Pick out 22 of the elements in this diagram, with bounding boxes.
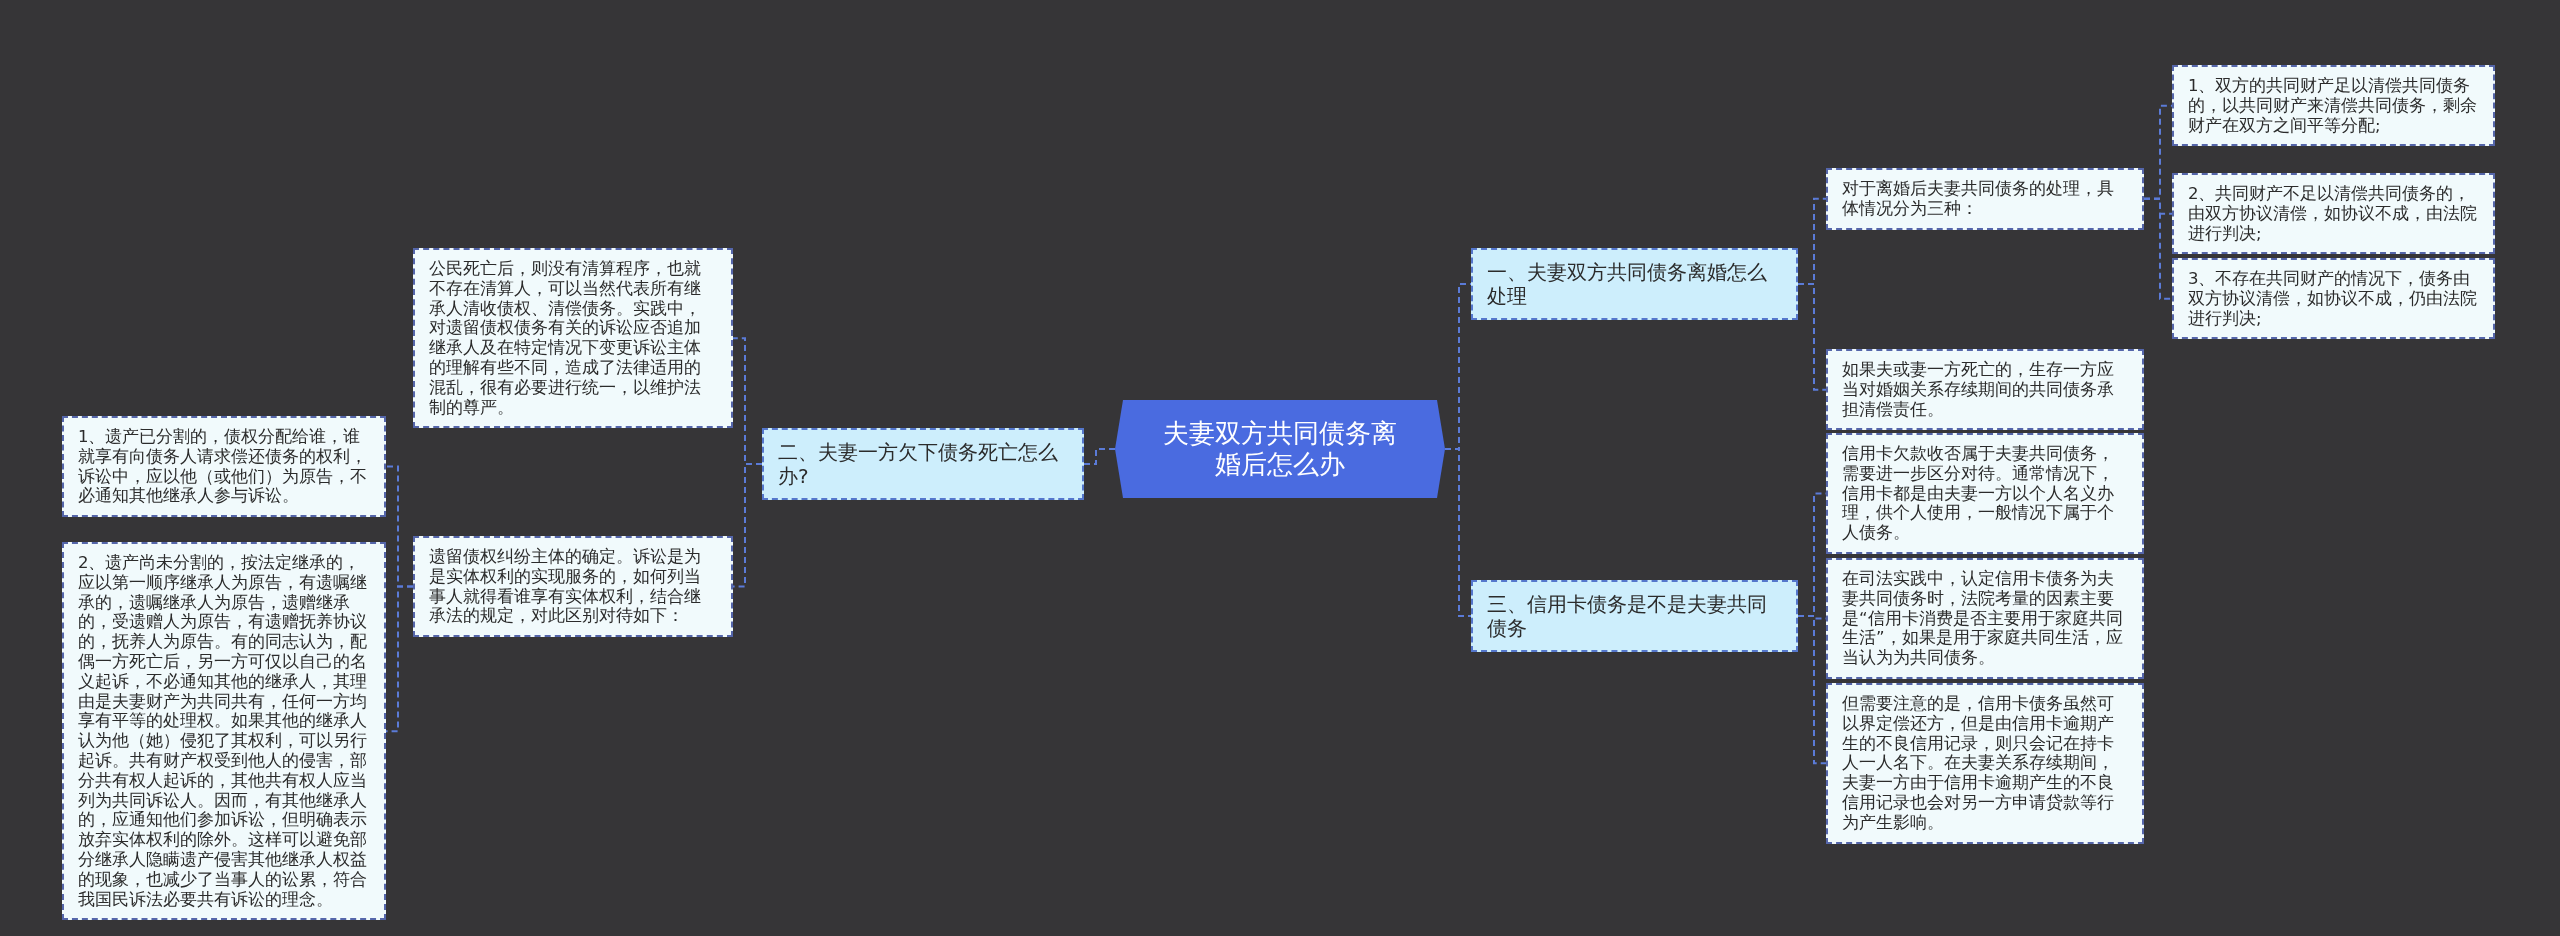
note-box: 信用卡欠款收否属于夫妻共同债务，需要进一步区分对待。通常情况下，信用卡都是由夫妻一方以个人名义办理，供个人使用，一般情况下属于个人债务。: [1826, 433, 2144, 554]
note-box: 在司法实践中，认定信用卡债务为夫妻共同债务时，法院考量的因素主要是“信用卡消费是否主要用于家庭共同生活”，如果是用于家庭共同生活，应当认为为共同债务。: [1826, 558, 2144, 679]
connector: [2143, 197, 2173, 300]
connector: [1797, 283, 1827, 391]
connector: [1444, 448, 1472, 617]
note-box: 2、遗产尚未分割的，按法定继承的，应以第一顺序继承人为原告，有遗嘱继承的，遗嘱继承人为原告，遗赠继承的，受遗赠人为原告，有遗赠抚养协议的，抚养人为原告。有的同志认为，配偶一方死亡后，另一方可仅以自己的名义起诉，不必通知其他的继承人，其理由是夫妻财产为共同共有，任何一方均享有平等的处理权。如果其他的继承人认为他（她）侵犯了其权利，可以另行起诉。共有财产权受到他人的侵害，部分共有权人起诉的，其他共有权人应当列为共同诉讼人。因而，有其他继承人的，应通知他们参加诉讼，但明确表示放弃实体权利的除外。这样可以避免部分继承人隐瞒遗产侵害其他继承人权益的现象，也减少了当事人的讼累，符合我国民诉法必要共有诉讼的理念。: [62, 542, 386, 921]
note-box: 1、双方的共同财产足以清偿共同债务的，以共同财产来清偿共同债务，剩余财产在双方之间平等分配;: [2172, 65, 2495, 147]
connector: [385, 585, 414, 733]
topic-box: 一、夫妻双方共同债务离婚怎么处理: [1471, 248, 1798, 320]
note-box: 2、共同财产不足以清偿共同债务的，由双方协议清偿，如协议不成，由法院进行判决;: [2172, 173, 2495, 255]
connector: [1083, 448, 1116, 465]
note-box: 但需要注意的是，信用卡债务虽然可以界定偿还方，但是由信用卡逾期产生的不良信用记录，则只会记在持卡人一人名下。在夫妻关系存续期间，夫妻一方由于信用卡逾期产生的不良信用记录也会对另一方申请贷款等行为产生影响。: [1826, 683, 2144, 844]
note-box: 公民死亡后，则没有清算程序，也就不存在清算人，可以当然代表所有继承人清收债权、清偿债务。实践中，对遗留债权债务有关的诉讼应否追加继承人及在特定情况下变更诉讼主体的理解有些不同，造成了法律适用的混乱，很有必要进行统一，以维护法制的尊严。: [413, 248, 733, 429]
connector: [1797, 615, 1827, 765]
topic-box: 三、信用卡债务是不是夫妻共同债务: [1471, 580, 1798, 652]
note-box: 如果夫或妻一方死亡的，生存一方应当对婚姻关系存续期间的共同债务承担清偿责任。: [1826, 349, 2144, 431]
note-box: 1、遗产已分割的，债权分配给谁，谁就享有向债务人请求偿还债务的权利，诉讼中，应以他（或他们）为原告，不必通知其他继承人参与诉讼。: [62, 416, 386, 518]
connector: [732, 463, 763, 588]
note-box: 对于离婚后夫妻共同债务的处理，具体情况分为三种：: [1826, 168, 2144, 230]
topic-box: 二、夫妻一方欠下债务死亡怎么办?: [762, 428, 1084, 500]
note-box: 遗留债权纠纷主体的确定。诉讼是为是实体权利的实现服务的，如何列当事人就得看谁享有实体权利，结合继承法的规定，对此区别对待如下：: [413, 536, 733, 638]
note-box: 3、不存在共同财产的情况下，债务由双方协议清偿，如协议不成，仍由法院进行判决;: [2172, 258, 2495, 340]
